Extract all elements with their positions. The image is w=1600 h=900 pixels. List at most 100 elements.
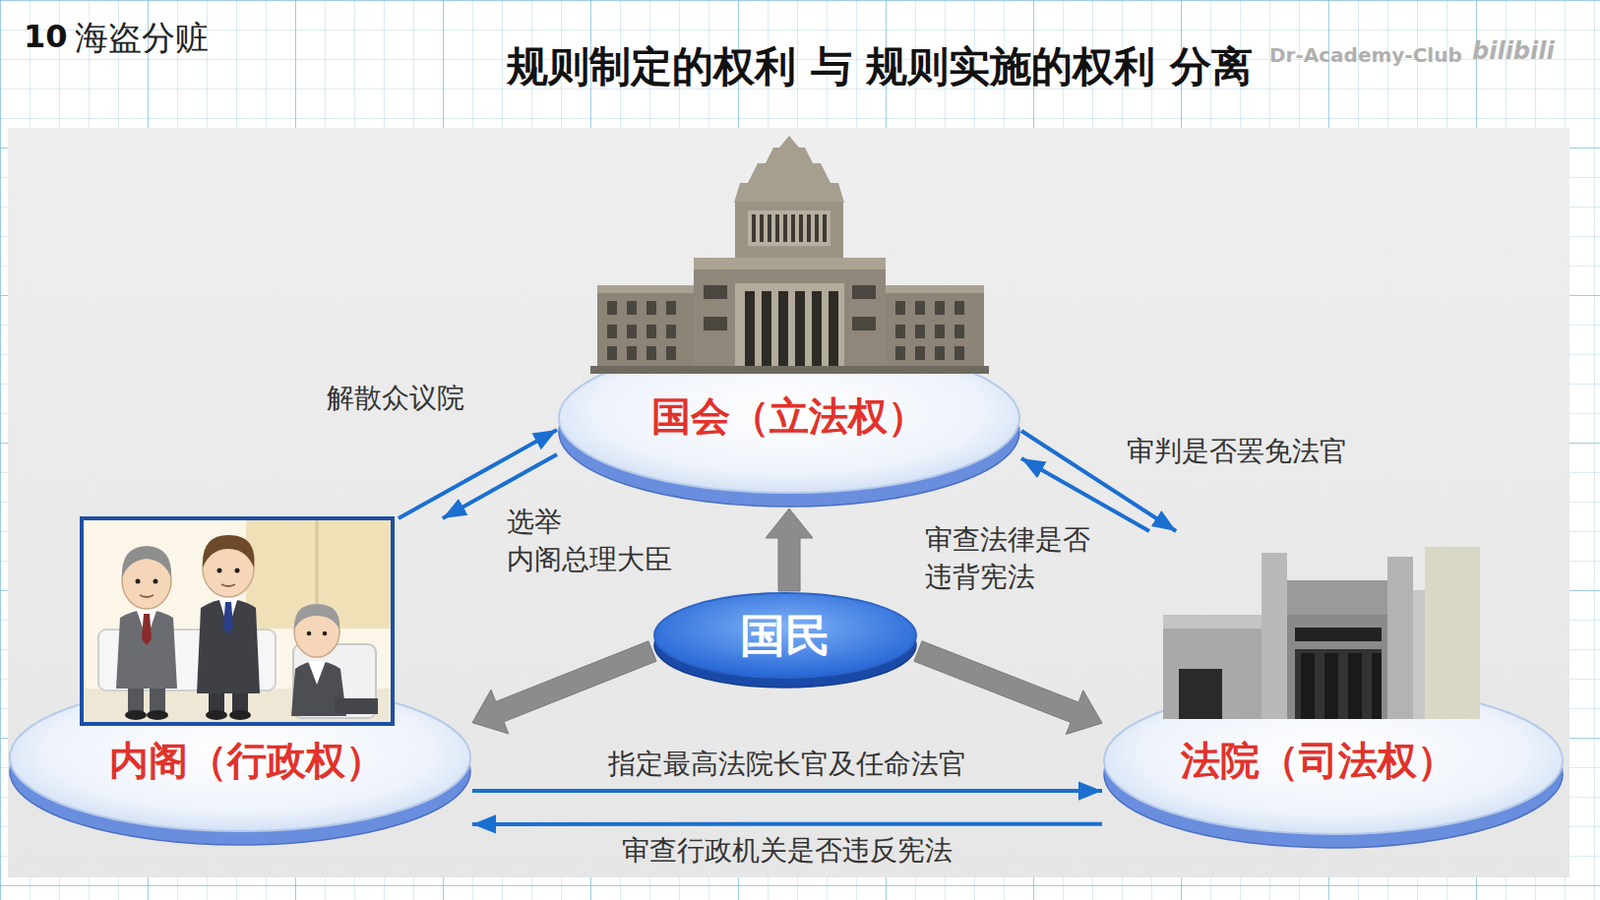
label-wrap: Dr-Academy-Club: [1269, 43, 1463, 67]
court-building: [1371, 653, 1382, 720]
diet-building: [666, 301, 677, 315]
cabinet-picture: [307, 661, 326, 685]
node-label: 国会（立法权）: [651, 392, 927, 440]
court-building: [1300, 653, 1315, 720]
node-label: 内阁（行政权）: [109, 737, 385, 785]
watermark-logo: bilibili: [1472, 37, 1555, 65]
court-building: [1163, 615, 1270, 720]
edge-label: 解散众议院: [326, 379, 465, 418]
diet-building: [814, 214, 819, 243]
diet-building: [607, 324, 617, 339]
cabinet-picture: [83, 520, 391, 723]
diet-building: [761, 291, 772, 367]
diet-building: [852, 316, 876, 331]
court-building: [1387, 556, 1414, 720]
label-wrap: 10: [23, 17, 68, 56]
edge-label: 指定最高法院长官及任命法官: [472, 745, 1103, 784]
block-arrow: [765, 508, 813, 592]
diet-building: [778, 291, 789, 367]
diet-building: [954, 301, 965, 315]
cabinet-picture: [293, 644, 376, 719]
diet-building: [828, 291, 839, 367]
diet-building: [791, 214, 796, 243]
cabinet-picture: [235, 568, 241, 574]
citizen-disc: 国民: [652, 591, 919, 690]
diet-building: [693, 257, 886, 270]
cabinet-picture: [135, 608, 158, 640]
cabinet-picture: [98, 629, 276, 691]
diet-building: [934, 324, 945, 339]
platform-top: [558, 343, 1020, 493]
cabinet-picture: [208, 688, 225, 715]
court-building: [1424, 547, 1480, 720]
diet-building: [799, 214, 803, 243]
diet-building: [915, 346, 925, 361]
platform-top: [9, 683, 471, 832]
title-wrap: 规则制定的权利 与 规则实施的权利 分离: [486, 39, 1274, 95]
gray-panel: [7, 127, 1570, 878]
court-building: [1294, 649, 1382, 720]
diet-building: [646, 346, 657, 361]
slide-number: 10: [23, 17, 68, 56]
label-wrap: 海盗分赃: [74, 15, 209, 62]
cabinet-picture: [153, 579, 159, 585]
court-building: [1324, 653, 1339, 720]
node-label: 法院（司法权）: [1180, 737, 1457, 785]
cabinet-picture: [196, 599, 260, 694]
block-arrow: [914, 641, 1103, 736]
relation-arrow: [472, 789, 1103, 794]
cabinet-picture: [139, 595, 154, 598]
cabinet-picture: [205, 710, 228, 721]
edge-label: 审查法律是否 违背宪法: [924, 521, 1103, 597]
diet-building: [735, 283, 845, 372]
cabinet-picture: [223, 602, 234, 634]
diet-building: [895, 346, 906, 361]
edge-label-wrap: 审判是否罢免法官: [1126, 432, 1348, 471]
diet-building: [597, 285, 696, 372]
cabinet-picture: [135, 579, 141, 585]
cabinet-picture: [122, 552, 172, 610]
watermark: Dr-Academy-Club: [1269, 43, 1463, 67]
court-building: [1163, 615, 1270, 629]
cabinet-picture: [334, 698, 378, 715]
cabinet-picture: [229, 710, 251, 721]
diet-building: [822, 214, 827, 243]
court-building: [1413, 590, 1425, 720]
edge-label-wrap: 解散众议院: [326, 379, 465, 418]
cabinet-picture: [81, 518, 393, 725]
diet-building: [806, 214, 811, 243]
cabinet-picture: [81, 518, 393, 725]
diet-building: [646, 301, 657, 315]
node-outline: [7, 518, 473, 849]
relation-arrow: [398, 430, 557, 519]
edge-label: 选举 内阁总理大臣: [506, 503, 684, 579]
diet-building: [597, 285, 696, 294]
diet-building: [954, 346, 965, 361]
diet-building: [811, 291, 822, 367]
cabinet-picture: [291, 661, 347, 717]
diet-building: [626, 301, 637, 315]
diet-building: [795, 291, 805, 367]
diet-building: [607, 301, 617, 315]
diet-building: [607, 346, 617, 361]
court-building: [1294, 627, 1382, 642]
cabinet-picture: [83, 688, 391, 723]
diet-building: [590, 135, 989, 374]
cabinet-picture: [141, 614, 152, 646]
node-outline: [1102, 531, 1565, 849]
cabinet-picture: [149, 678, 166, 715]
cabinet-picture: [146, 710, 169, 721]
court-building: [1287, 580, 1388, 616]
diet-building: [895, 301, 906, 315]
cabinet-picture: [81, 518, 393, 725]
cabinet-picture: [202, 540, 254, 598]
relation-arrow: [1021, 458, 1150, 532]
edge-label-wrap: 指定最高法院长官及任命法官: [472, 745, 1103, 784]
cabinet-picture: [83, 520, 391, 723]
cabinet-picture: [116, 610, 178, 689]
edge-label-wrap: 审查法律是否 违背宪法: [924, 521, 1103, 597]
diet-building: [626, 324, 637, 339]
court-building: [1261, 553, 1288, 720]
cabinet-picture: [218, 597, 239, 630]
